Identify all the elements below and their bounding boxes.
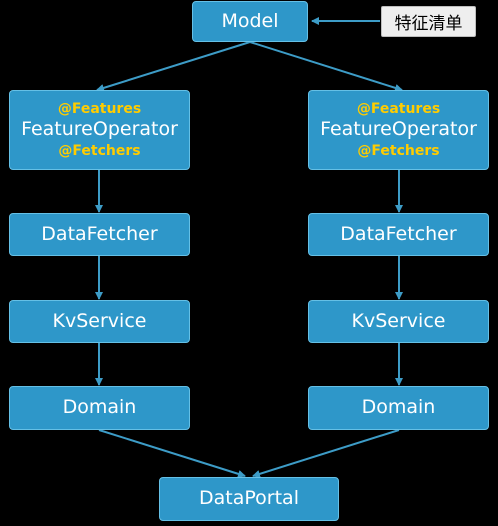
- data-portal-node: DataPortal: [159, 477, 339, 521]
- arrow-left-domain-to-dataportal: [98, 429, 246, 478]
- right-kv-service-label: KvService: [351, 309, 446, 332]
- right-data-fetcher-label: DataFetcher: [340, 222, 457, 245]
- feature-list-tag: 特征清单: [381, 6, 476, 37]
- arrow-model-to-left-operator: [96, 41, 251, 92]
- right-kv-service-node: KvService: [308, 300, 489, 343]
- model-label: Model: [221, 9, 279, 32]
- arrow-model-to-right-operator: [249, 41, 403, 92]
- model-node: Model: [192, 1, 308, 42]
- left-features-annotation: @Features: [57, 100, 142, 117]
- left-data-fetcher-label: DataFetcher: [41, 222, 158, 245]
- left-feature-operator-label: FeatureOperator: [21, 118, 178, 141]
- left-data-fetcher-node: DataFetcher: [9, 213, 190, 256]
- left-fetchers-annotation: @Fetchers: [58, 142, 141, 159]
- right-feature-operator-label: FeatureOperator: [320, 118, 477, 141]
- feature-list-label: 特征清单: [394, 14, 463, 34]
- left-kv-service-node: KvService: [9, 300, 190, 343]
- right-domain-node: Domain: [308, 386, 489, 430]
- arrow-right-domain-to-dataportal: [252, 429, 400, 478]
- data-portal-label: DataPortal: [199, 487, 299, 510]
- right-domain-label: Domain: [361, 396, 436, 419]
- right-features-annotation: @Features: [356, 100, 441, 117]
- left-domain-node: Domain: [9, 386, 190, 430]
- left-feature-operator-node: @Features FeatureOperator @Fetchers: [9, 90, 190, 170]
- right-feature-operator-node: @Features FeatureOperator @Fetchers: [308, 90, 489, 170]
- right-fetchers-annotation: @Fetchers: [357, 142, 440, 159]
- left-domain-label: Domain: [62, 396, 137, 419]
- right-data-fetcher-node: DataFetcher: [308, 213, 489, 256]
- left-kv-service-label: KvService: [52, 309, 147, 332]
